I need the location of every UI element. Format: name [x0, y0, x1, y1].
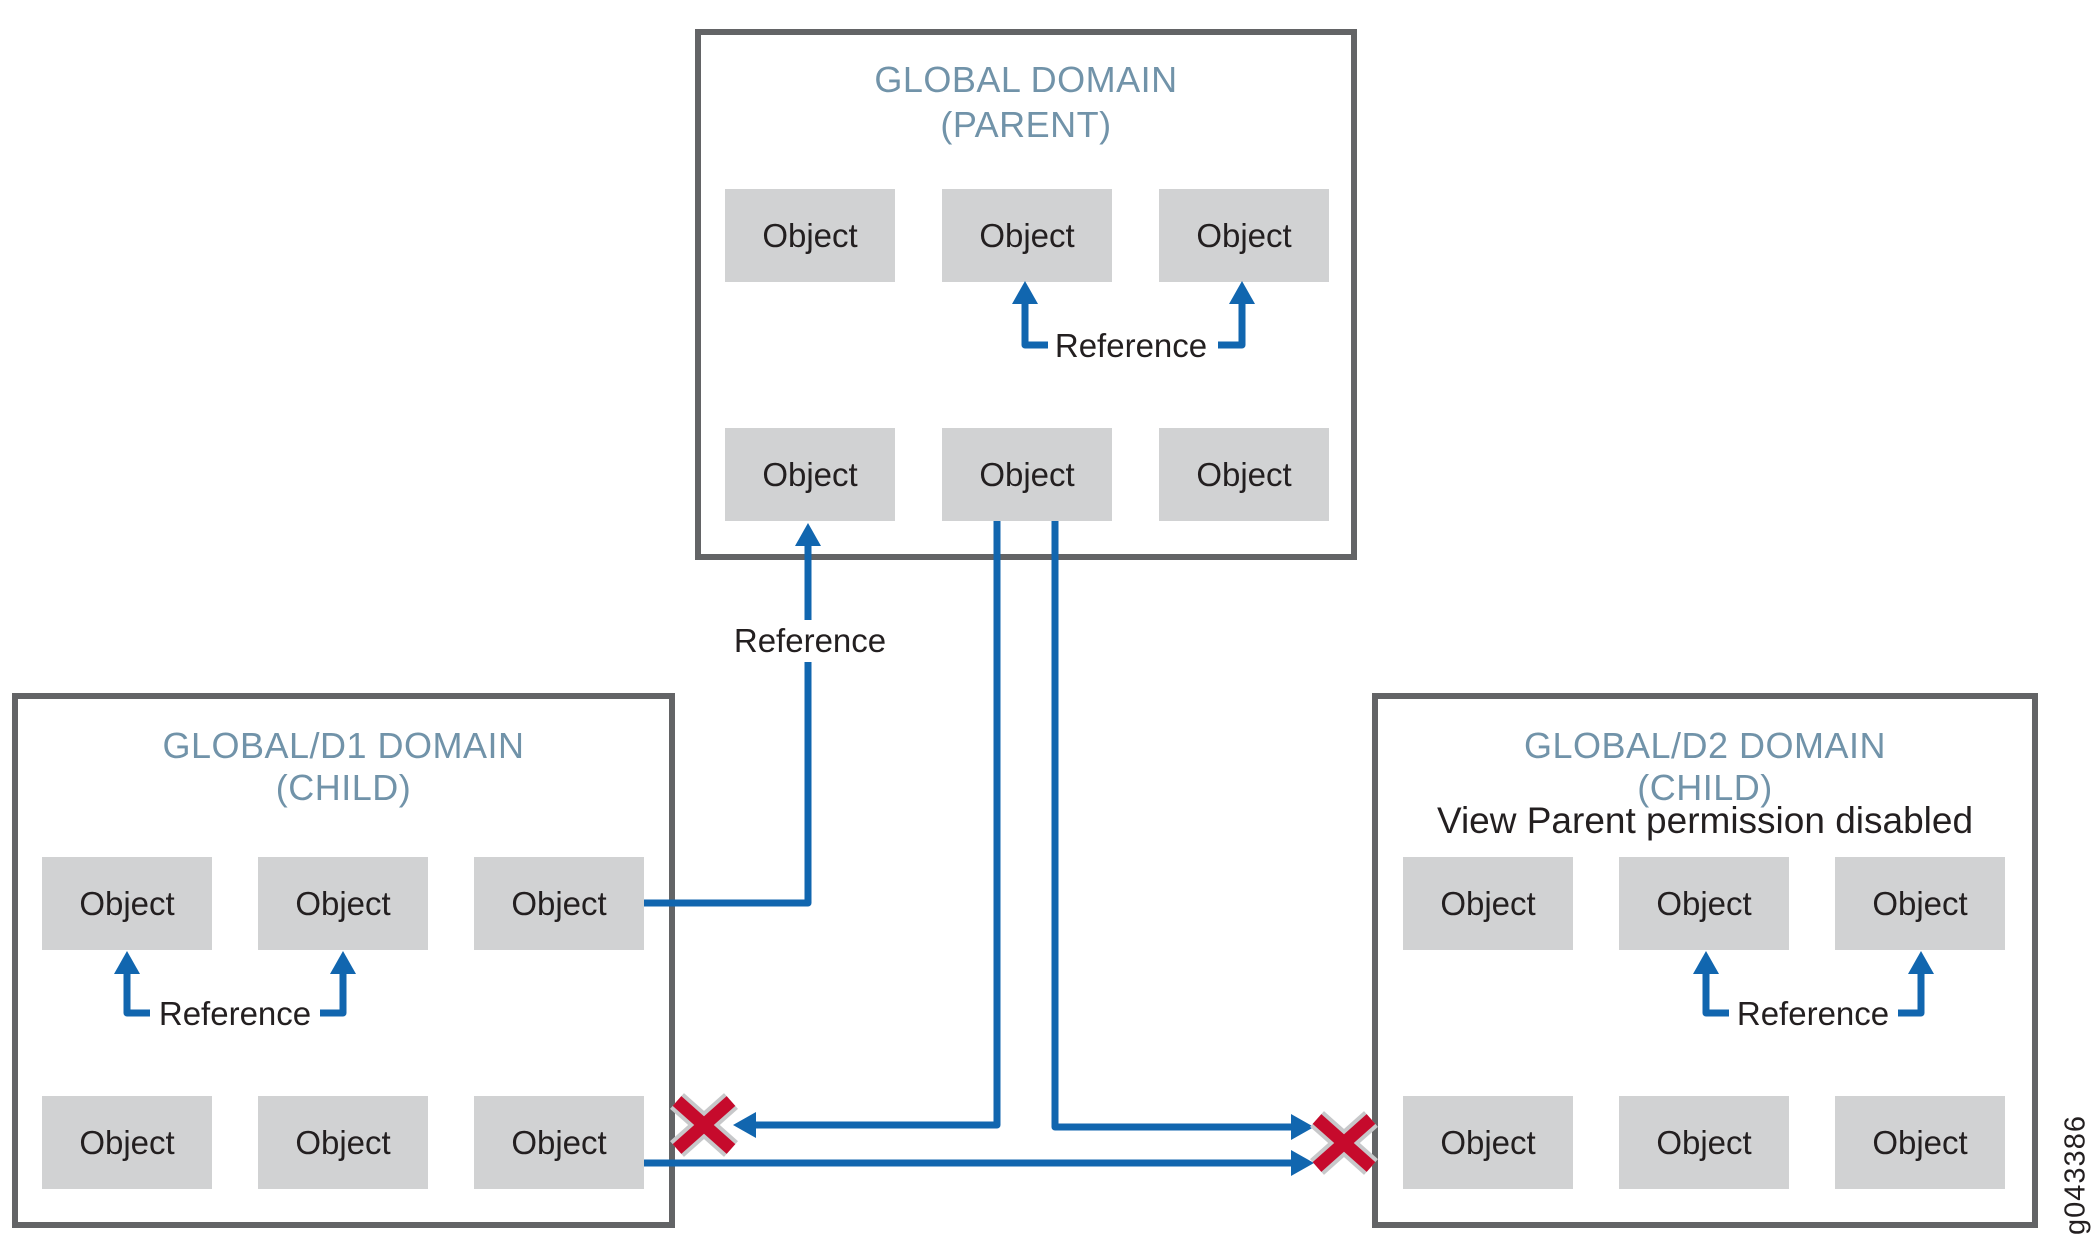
d1-domain-title-line1: GLOBAL/D1 DOMAIN — [162, 725, 525, 766]
d1-to-d2-arrowhead-icon — [1291, 1150, 1314, 1176]
d2-object-5: Object — [1619, 1096, 1789, 1189]
d1-object-3-label: Object — [511, 884, 607, 922]
x-left-halo-stroke-1 — [670, 1093, 738, 1157]
d1-domain-title-line2: (CHILD) — [275, 767, 412, 808]
d1-domain-box — [12, 693, 675, 1228]
d1-object-2-label: Object — [295, 884, 391, 922]
x-right-halo-stroke-2 — [1310, 1111, 1378, 1175]
parent-object-3: Object — [1159, 189, 1329, 282]
d2-object-6-label: Object — [1872, 1123, 1968, 1161]
parent-object-6-label: Object — [1196, 455, 1292, 493]
x-right-red-stroke-1 — [1312, 1114, 1376, 1172]
parent-object-5-label: Object — [979, 455, 1075, 493]
parent-object-2-label: Object — [979, 216, 1075, 254]
d2-object-1-label: Object — [1440, 884, 1536, 922]
x-right-halo-stroke-1 — [1310, 1111, 1378, 1175]
parent-object-6: Object — [1159, 428, 1329, 521]
d1-object-1-label: Object — [79, 884, 175, 922]
d1-object-3: Object — [474, 857, 644, 950]
d1-object-6-label: Object — [511, 1123, 607, 1161]
parent-domain-box — [695, 29, 1357, 560]
d1-object-1: Object — [42, 857, 212, 950]
parent-domain-title-line2: (PARENT) — [940, 104, 1112, 145]
d1-object-2: Object — [258, 857, 428, 950]
blocked-x-icon-right — [1310, 1111, 1378, 1175]
x-left-halo-stroke-2 — [670, 1093, 738, 1157]
d2-object-6: Object — [1835, 1096, 2005, 1189]
parent-object-4-label: Object — [762, 455, 858, 493]
parent-to-d1-blocked-line — [756, 521, 1001, 1129]
parent-object-5: Object — [942, 428, 1112, 521]
d2-object-3-label: Object — [1872, 884, 1968, 922]
d1-object-4-label: Object — [79, 1123, 175, 1161]
parent-domain-title-line1: GLOBAL DOMAIN — [874, 59, 1178, 100]
d2-domain-title-line2: (CHILD) — [1637, 767, 1773, 808]
d2-object-4: Object — [1403, 1096, 1573, 1189]
x-right-red-stroke-2 — [1312, 1114, 1376, 1172]
d1-object-4: Object — [42, 1096, 212, 1189]
d1-object-6: Object — [474, 1096, 644, 1189]
blocked-x-icon-left — [670, 1093, 738, 1157]
x-left-red-stroke-1 — [672, 1096, 736, 1154]
d2-object-2-label: Object — [1656, 884, 1752, 922]
parent-object-2: Object — [942, 189, 1112, 282]
parent-object-3-label: Object — [1196, 216, 1292, 254]
figure-id: g043386 — [2059, 1115, 2092, 1235]
parent-reference-label: Reference — [1054, 327, 1208, 364]
parent-object-4: Object — [725, 428, 895, 521]
d2-object-1: Object — [1403, 857, 1573, 950]
x-left-red-stroke-2 — [672, 1096, 736, 1154]
d1-to-parent-reference-label: Reference — [727, 620, 893, 662]
d1-reference-label: Reference — [158, 995, 312, 1032]
parent-object-1-label: Object — [762, 216, 858, 254]
d2-reference-label: Reference — [1736, 995, 1890, 1032]
d2-object-3: Object — [1835, 857, 2005, 950]
d2-object-2: Object — [1619, 857, 1789, 950]
d2-object-4-label: Object — [1440, 1123, 1536, 1161]
d2-domain-title-line1: GLOBAL/D2 DOMAIN — [1523, 725, 1887, 766]
parent-to-d2-blocked-line — [1051, 521, 1291, 1131]
d1-domain-title: GLOBAL/D1 DOMAIN (CHILD) — [12, 725, 675, 809]
parent-to-d2-arrowhead-icon — [1291, 1114, 1314, 1140]
d2-object-5-label: Object — [1656, 1123, 1752, 1161]
parent-to-d1-arrowhead-icon — [733, 1112, 756, 1138]
d2-domain-subtitle: View Parent permission disabled — [1436, 800, 1974, 841]
parent-object-1: Object — [725, 189, 895, 282]
parent-domain-title: GLOBAL DOMAIN (PARENT) — [695, 57, 1357, 147]
d2-domain-box — [1372, 693, 2038, 1228]
d1-object-5-label: Object — [295, 1123, 391, 1161]
d2-domain-title: GLOBAL/D2 DOMAIN (CHILD) — [1372, 725, 2038, 809]
d1-object-5: Object — [258, 1096, 428, 1189]
